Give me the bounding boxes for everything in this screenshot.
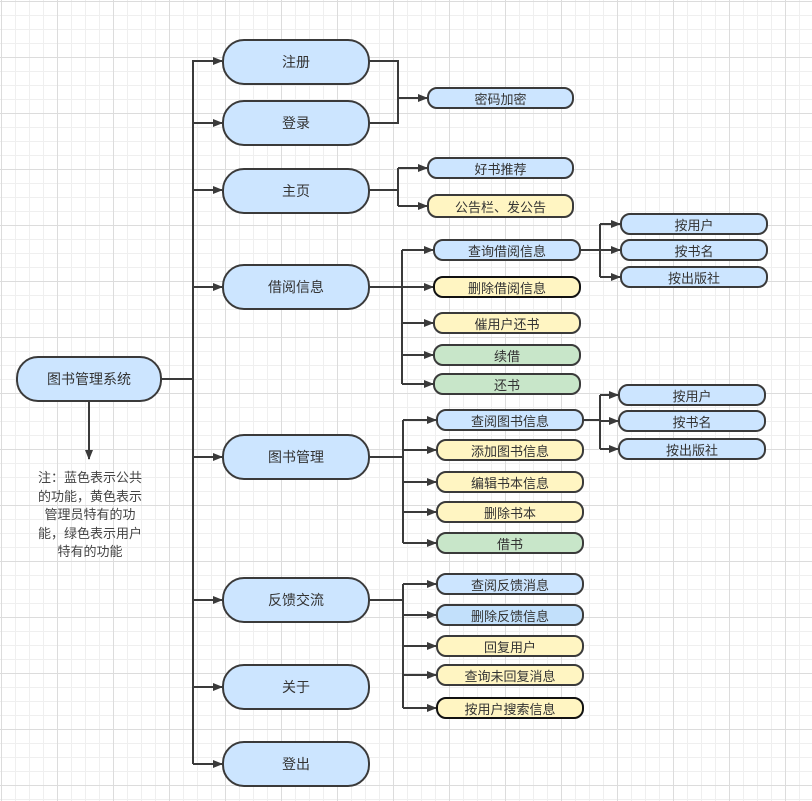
node-query-unreplied[interactable]: 查询未回复消息: [436, 664, 584, 686]
node-delete-book[interactable]: 删除书本: [436, 501, 584, 523]
node-book-by-publisher[interactable]: 按出版社: [618, 438, 766, 460]
node-book-recommend[interactable]: 好书推荐: [427, 157, 574, 179]
node-return-book[interactable]: 还书: [433, 373, 581, 395]
node-book-by-user[interactable]: 按用户: [618, 384, 766, 406]
module-feedback[interactable]: 反馈交流: [222, 577, 370, 623]
node-view-book[interactable]: 查阅图书信息: [436, 409, 584, 431]
module-home[interactable]: 主页: [222, 168, 370, 214]
edge-feedback-children: [369, 584, 404, 708]
edge-home-children: [369, 168, 399, 206]
node-edit-book[interactable]: 编辑书本信息: [436, 471, 584, 493]
node-view-feedback[interactable]: 查阅反馈消息: [436, 573, 584, 595]
node-borrow-by-title[interactable]: 按书名: [620, 239, 768, 261]
node-announcement[interactable]: 公告栏、发公告: [427, 194, 574, 218]
node-borrow-book[interactable]: 借书: [436, 532, 584, 554]
edge-borrow-query-children: [580, 224, 601, 277]
node-password-encrypt[interactable]: 密码加密: [427, 87, 574, 109]
node-borrow-by-user[interactable]: 按用户: [620, 213, 768, 235]
module-login[interactable]: 登录: [222, 100, 370, 146]
node-delete-feedback[interactable]: 删除反馈信息: [436, 604, 584, 626]
module-about[interactable]: 关于: [222, 664, 370, 710]
node-renew[interactable]: 续借: [433, 344, 581, 366]
edge-borrow-children: [369, 250, 403, 384]
node-delete-borrow[interactable]: 删除借阅信息: [433, 276, 581, 298]
node-borrow-by-publisher[interactable]: 按出版社: [620, 266, 768, 288]
module-borrow-info[interactable]: 借阅信息: [222, 264, 370, 310]
module-book-management[interactable]: 图书管理: [222, 434, 370, 480]
module-logout[interactable]: 登出: [222, 741, 370, 787]
root-node[interactable]: 图书管理系统: [16, 356, 162, 402]
node-add-book[interactable]: 添加图书信息: [436, 439, 584, 461]
edge-book-children: [369, 420, 404, 543]
node-reply-user[interactable]: 回复用户: [436, 635, 584, 657]
edge-auth-encrypt: [369, 60, 427, 124]
node-query-borrow[interactable]: 查询借阅信息: [433, 239, 581, 261]
node-book-by-title[interactable]: 按书名: [618, 410, 766, 432]
node-urge-return[interactable]: 催用户还书: [433, 312, 581, 334]
module-register[interactable]: 注册: [222, 39, 370, 85]
node-search-by-user[interactable]: 按用户搜索信息: [436, 697, 584, 719]
legend-note: 注：蓝色表示公共的功能，黄色表示管理员特有的功能，绿色表示用户特有的功能: [37, 471, 142, 560]
edge-book-query-children: [583, 395, 601, 449]
